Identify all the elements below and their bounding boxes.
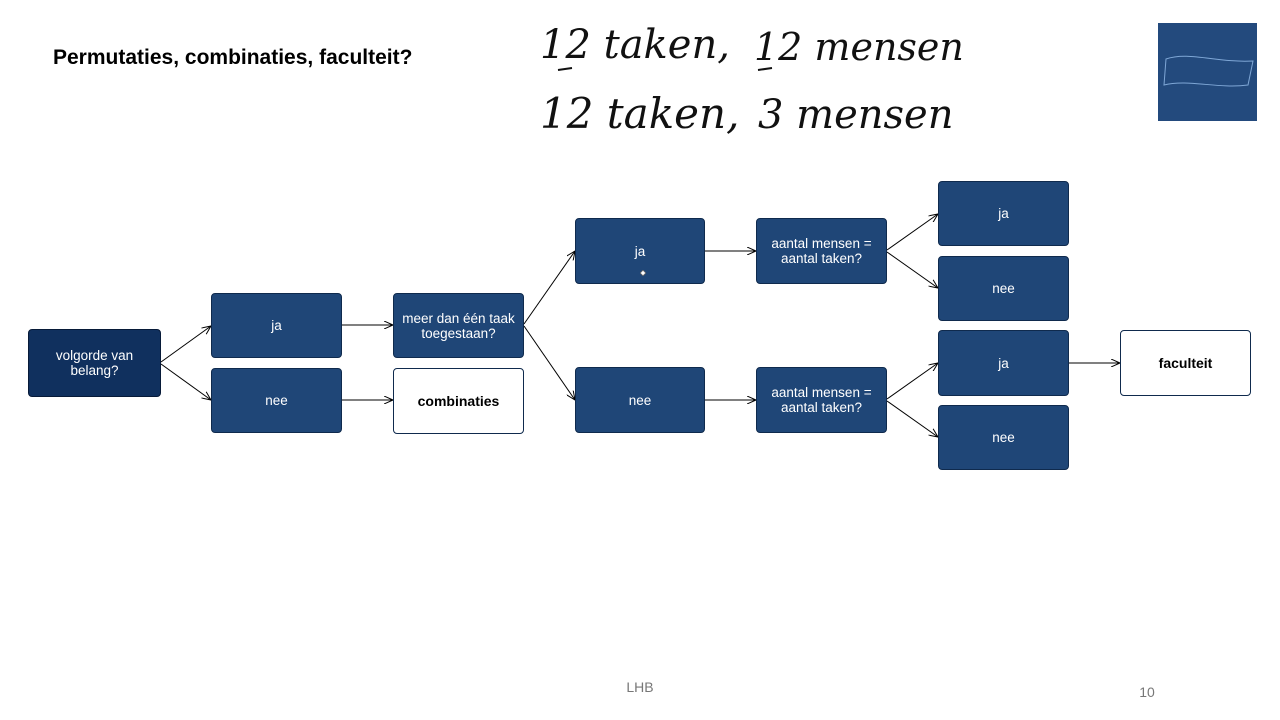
arrow-check-top-to-nee — [886, 251, 938, 288]
arrow-root-to-ja — [160, 326, 211, 363]
node-top-no: nee — [938, 256, 1069, 321]
node-bottom-yes: ja — [938, 330, 1069, 396]
node-factorial-label: faculteit — [1158, 354, 1213, 371]
node-order-matters: volgorde van belang? — [28, 329, 161, 397]
handwriting-line1-left: 12 taken, — [540, 22, 730, 68]
brand-logo — [1158, 23, 1257, 121]
node-order-no: nee — [211, 368, 342, 433]
arrow-multi-to-ja — [523, 251, 575, 325]
arrow-check-bottom-to-ja — [886, 363, 938, 400]
node-top-no-label: nee — [992, 281, 1015, 296]
handwriting-line2-right: 3 mensen — [758, 92, 954, 138]
node-count-check-top-label: aantal mensen = aantal taken? — [771, 236, 872, 266]
handwriting-line1-right: 12 mensen — [754, 25, 964, 69]
node-multiple-yes-label: ja — [634, 243, 646, 259]
underline-mark-1 — [557, 67, 573, 71]
underline-mark-2 — [757, 67, 773, 71]
node-order-yes-label: ja — [271, 318, 282, 333]
handwriting-line2-left: 12 taken, — [540, 89, 739, 138]
node-order-matters-label: volgorde van belang? — [55, 348, 134, 378]
handwritten-annotation: 12 taken, 12 mensen 12 taken, 3 mensen — [540, 22, 964, 138]
arrow-check-top-to-ja — [886, 214, 938, 251]
arrow-root-to-nee — [160, 363, 211, 400]
node-count-check-bottom: aantal mensen = aantal taken? — [756, 367, 887, 433]
node-count-check-bottom-label: aantal mensen = aantal taken? — [771, 385, 872, 415]
arrow-multi-to-nee — [523, 325, 575, 400]
node-bottom-no-label: nee — [992, 430, 1015, 445]
node-top-yes-label: ja — [998, 206, 1009, 221]
node-multiple-tasks: meer dan één taak toegestaan? — [393, 293, 524, 358]
node-count-check-top: aantal mensen = aantal taken? — [756, 218, 887, 284]
node-order-yes: ja — [211, 293, 342, 358]
node-multiple-no: nee — [575, 367, 705, 433]
arrow-check-bottom-to-nee — [886, 400, 938, 437]
page-number: 10 — [1139, 684, 1155, 700]
node-combinations-label: combinaties — [417, 392, 500, 409]
node-order-no-label: nee — [265, 393, 288, 408]
node-multiple-no-label: nee — [628, 392, 652, 408]
node-bottom-yes-label: ja — [998, 355, 1009, 371]
slide-title: Permutaties, combinaties, faculteit? — [53, 46, 413, 69]
node-multiple-tasks-label: meer dan één taak toegestaan? — [402, 310, 515, 341]
node-combinations: combinaties — [393, 368, 524, 434]
node-bottom-no: nee — [938, 405, 1069, 470]
node-top-yes: ja — [938, 181, 1069, 246]
node-factorial: faculteit — [1120, 330, 1251, 396]
pointer-marker — [640, 270, 646, 276]
flag-icon — [1163, 55, 1254, 87]
slide-footer: LHB — [626, 679, 654, 695]
